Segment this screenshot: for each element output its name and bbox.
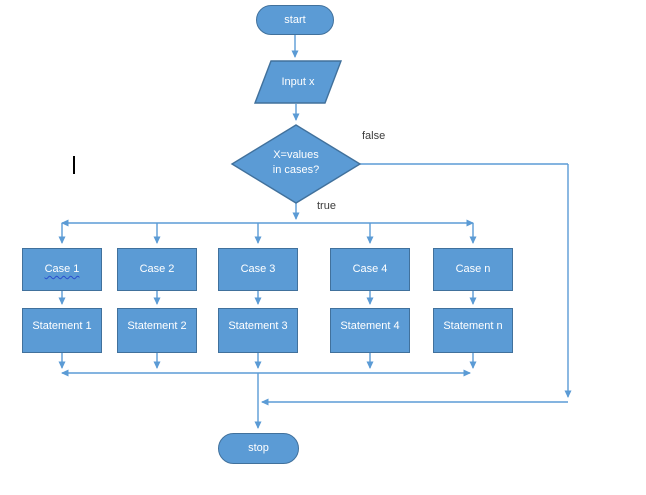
node-case-2: Case 2 [117,248,197,291]
node-case-n: Case n [433,248,513,291]
stop-label: stop [248,442,269,454]
case-n-label: Case n [455,263,491,275]
node-statement-1: Statement 1 [22,308,102,353]
node-case-3: Case 3 [218,248,298,291]
node-case-4: Case 4 [330,248,410,291]
statement-4-label: Statement 4 [340,319,400,332]
node-statement-4: Statement 4 [330,308,410,353]
true-branch-label: true [317,200,336,212]
node-start: start [256,5,334,35]
start-label: start [284,13,306,26]
node-stop: stop [218,433,299,464]
input-parallelogram-shape [253,60,343,104]
node-statement-n: Statement n [433,308,513,353]
case-3-label: Case 3 [240,263,276,275]
decision-diamond-shape [230,124,362,204]
node-case-1: Case 1 [22,248,102,291]
statement-2-label: Statement 2 [127,319,187,332]
statement-1-label: Statement 1 [32,319,92,332]
case-4-label: Case 4 [352,263,388,275]
statement-n-label: Statement n [443,319,503,332]
case-1-label: Case 1 [44,263,80,275]
case-2-label: Case 2 [139,263,175,275]
false-branch-label: false [362,130,386,142]
node-statement-3: Statement 3 [218,308,298,353]
statement-3-label: Statement 3 [228,319,288,332]
text-caret [73,156,75,174]
node-statement-2: Statement 2 [117,308,197,353]
